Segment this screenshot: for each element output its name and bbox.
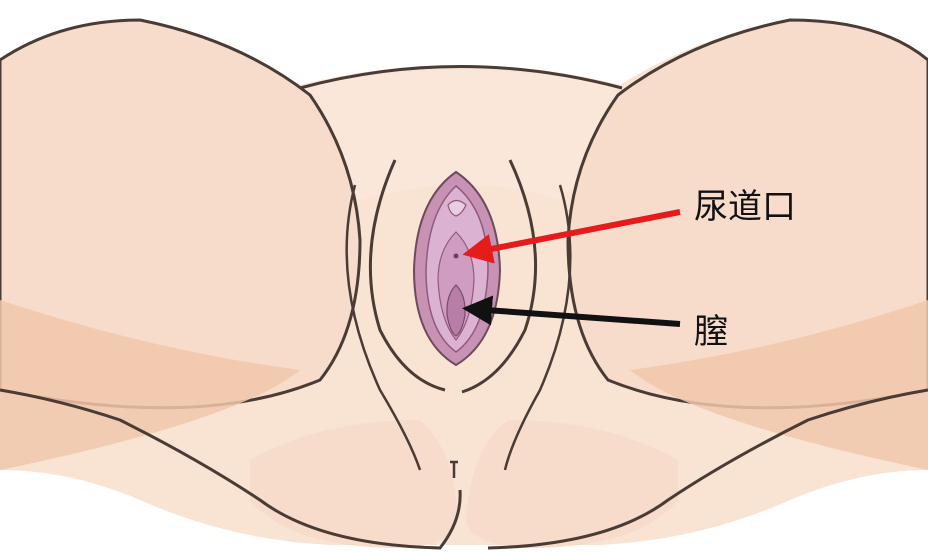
urethral-opening [454, 254, 459, 259]
vagina-label: 膣 [694, 315, 728, 349]
urethra-label: 尿道口 [694, 190, 796, 224]
